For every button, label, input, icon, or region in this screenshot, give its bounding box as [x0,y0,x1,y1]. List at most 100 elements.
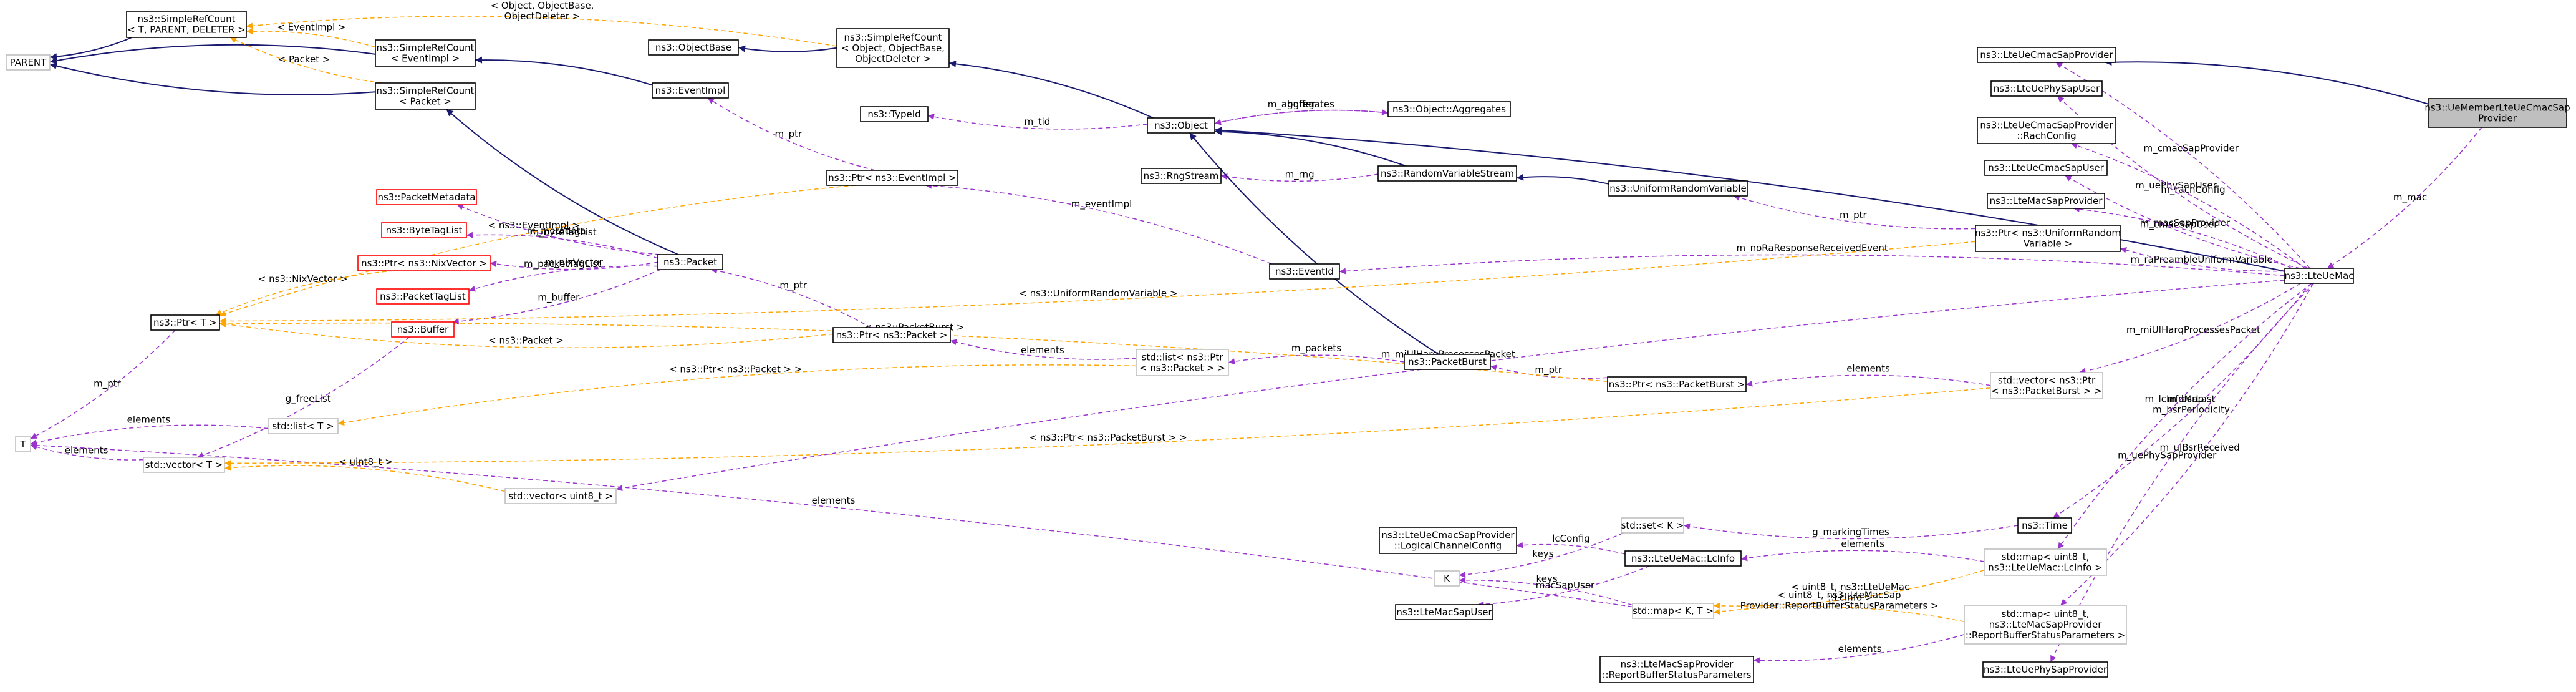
class-node-rbsp[interactable]: ns3::LteMacSapProvider::ReportBufferStat… [1599,656,1754,683]
class-node-mapLc[interactable]: std::map< uint8_t,ns3::LteUeMac::LcInfo … [1984,548,2107,576]
edge-label: elements [65,444,109,456]
edge-refPk-to-refT [229,37,382,84]
class-node-mapBsr[interactable]: std::map< uint8_t,ns3::LteMacSapProvider… [1964,605,2127,645]
class-node-time[interactable]: ns3::Time [2017,517,2072,534]
class-node-ueMac[interactable]: ns3::LteUeMac [2284,268,2354,284]
edge-label: m_byteTagList [529,227,596,238]
class-node-cmacUser[interactable]: ns3::LteUeCmacSapUser [1984,160,2108,176]
class-box [1975,225,2121,252]
class-box [1607,376,1747,392]
class-name: ns3::LteUeMac::LcInfo [1631,553,1735,564]
edge-eventimpl-to-refEv [475,56,653,86]
edge-label: elements [812,495,856,506]
class-node-aggr[interactable]: ns3::Object::Aggregates [1387,101,1511,117]
class-box [1977,117,2116,144]
class-node-urv[interactable]: ns3::UniformRandomVariable [1608,180,1748,197]
class-node-mapKT[interactable]: std::map< K, T > [1632,603,1714,619]
edge-lcInfo-to-lcConf [1516,542,1626,555]
class-node-ptrT[interactable]: ns3::Ptr< T > [150,314,220,331]
class-node-parent[interactable]: PARENT [6,54,51,71]
class-node-typeid[interactable]: ns3::TypeId [860,106,929,122]
class-node-ptrEv[interactable]: ns3::Ptr< ns3::EventImpl > [826,170,958,186]
class-node-lcConf[interactable]: ns3::LteUeCmacSapProvider::LogicalChanne… [1379,527,1517,554]
class-node-vecU8[interactable]: std::vector< uint8_t > [504,488,617,504]
edge-label: m_packetTagList [524,258,601,270]
class-node-T[interactable]: T [15,436,31,452]
edge-label: m_macSapProvider [2140,217,2231,229]
class-node-pburst[interactable]: ns3::PacketBurst [1404,354,1491,370]
class-node-setK[interactable]: std::set< K > [1621,517,1684,534]
edge-label: g_freeList [286,393,331,405]
class-node-eventimpl[interactable]: ns3::EventImpl [652,82,729,99]
edge-ueMac-to-eventid [1339,254,2285,276]
class-node-object[interactable]: ns3::Object [1147,117,1215,134]
edge-label: m_mac [2393,192,2427,203]
class-node-packet[interactable]: ns3::Packet [657,254,723,270]
class-node-listT[interactable]: std::list< T > [268,418,339,434]
class-node-rach[interactable]: ns3::LteUeCmacSapProvider::RachConfig [1977,117,2116,144]
class-box [1379,527,1517,554]
edge-time-to-setK [1683,523,2019,540]
edge-aggr-to-object [1214,109,1389,125]
class-node-btl[interactable]: ns3::ByteTagList [381,222,467,238]
class-box [1434,570,1460,587]
class-node-ptrPB[interactable]: ns3::Ptr< ns3::PacketBurst > [1607,376,1747,392]
class-box [2017,517,2072,534]
edge-ptrNix-to-ptrT [215,270,394,316]
class-box [1990,372,2103,399]
class-node-pmeta[interactable]: ns3::PacketMetadata [376,189,477,205]
class-node-refPk[interactable]: ns3::SimpleRefCount< Packet > [375,82,476,110]
edge-refEv-to-parent [49,44,376,64]
class-box [391,321,455,338]
class-box [376,189,477,205]
class-name: ns3::LteUeCmacSapProvider::LogicalChanne… [1381,530,1515,552]
class-box [504,488,617,504]
edge-label: m_ptr [775,129,803,140]
edge-label: m_tid [1025,116,1051,128]
class-name: ns3::Ptr< ns3::Packet > [836,329,948,341]
edge-label: < EventImpl > [277,22,345,33]
edge-mapBsr-to-mapKT [1713,606,1965,622]
class-node-K[interactable]: K [1434,570,1460,587]
class-node-listPtrPk[interactable]: std::list< ns3::Ptr< ns3::Packet > > [1136,349,1229,376]
class-name: ns3::LteUeMac [2284,270,2353,281]
class-node-buffer[interactable]: ns3::Buffer [391,321,455,338]
class-node-objbase[interactable]: ns3::ObjectBase [648,39,739,56]
edge-label: buffer [1287,99,1316,110]
class-node-refT[interactable]: ns3::SimpleRefCount< T, PARENT, DELETER … [126,11,247,38]
class-box [648,39,739,56]
class-box [376,288,470,305]
edge-listT-to-T [30,424,269,446]
class-node-rng[interactable]: ns3::RngStream [1141,168,1222,184]
class-box [1147,117,1215,134]
class-node-refEv[interactable]: ns3::SimpleRefCount< EventImpl > [375,39,476,67]
class-node-ptrNix[interactable]: ns3::Ptr< ns3::NixVector > [357,255,491,271]
class-node-lcInfo[interactable]: ns3::LteUeMac::LcInfo [1624,550,1742,567]
edge-label: m_nixVector [545,257,603,269]
class-node-phyProv[interactable]: ns3::LteUePhySapProvider [1982,661,2108,678]
class-box [126,11,247,38]
class-node-rvs[interactable]: ns3::RandomVariableStream [1377,165,1517,182]
edge-mapKT-to-T [30,442,1633,608]
class-node-phyUser[interactable]: ns3::LteUePhySapUser [1990,80,2103,97]
class-node-vecT[interactable]: std::vector< T > [143,457,225,473]
class-node-macSapUser[interactable]: ns3::LteMacSapUser [1395,604,1493,620]
class-node-eventid[interactable]: ns3::EventId [1269,263,1340,280]
class-node-ptrPk[interactable]: ns3::Ptr< ns3::Packet > [832,327,951,343]
edge-label: keys [1532,548,1553,559]
edge-packet-to-btl [466,231,658,259]
class-node-vecPtrPB[interactable]: std::vector< ns3::Ptr< ns3::PacketBurst … [1990,372,2103,399]
class-name: ns3::SimpleRefCount< EventImpl > [377,42,475,64]
class-node-cmacProv[interactable]: ns3::LteUeCmacSapProvider [1977,47,2116,63]
edge-label: < ns3::Ptr< ns3::PacketBurst > > [1030,432,1187,443]
class-node-refObj[interactable]: ns3::SimpleRefCount< Object, ObjectBase,… [836,28,950,68]
class-name: ns3::Ptr< ns3::NixVector > [361,258,487,269]
class-name: ns3::Ptr< ns3::EventImpl > [828,172,956,183]
class-node-ptl[interactable]: ns3::PacketTagList [376,288,470,305]
class-node-macProv[interactable]: ns3::LteMacSapProvider [1987,193,2105,209]
